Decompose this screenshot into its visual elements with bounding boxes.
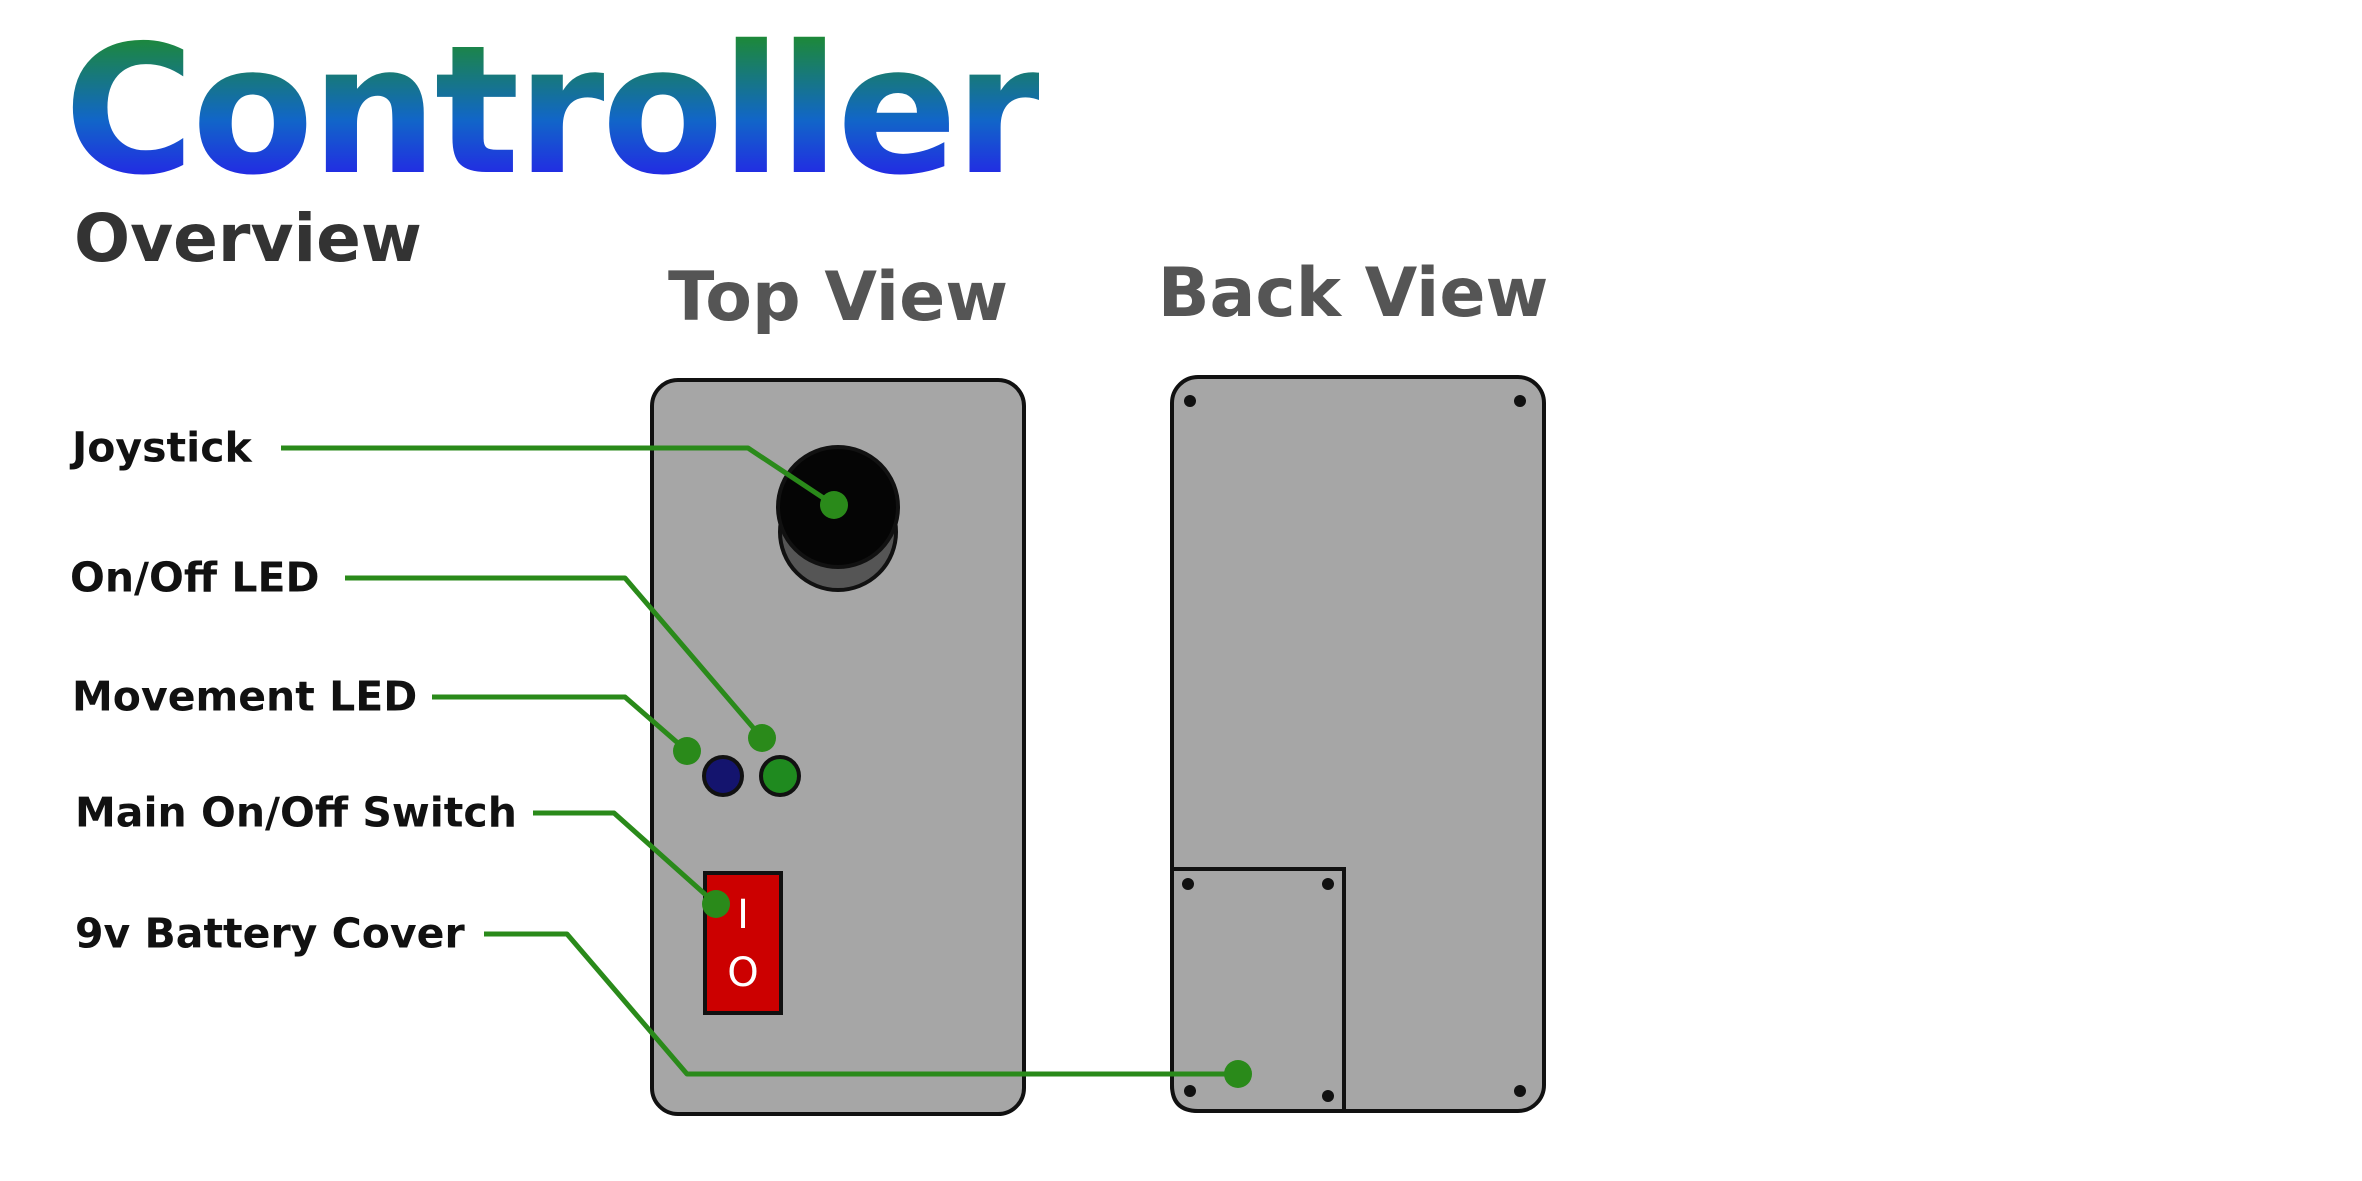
battery-cover-outline xyxy=(1170,867,1346,1113)
cover-screw-bottom-left xyxy=(1184,1085,1196,1097)
back-view-heading: Back View xyxy=(1157,254,1549,333)
switch-off-symbol: O xyxy=(727,950,758,996)
cover-screw-top-right xyxy=(1322,878,1334,890)
battery-cover xyxy=(1170,867,1346,1113)
back-screw-top-right xyxy=(1514,395,1526,407)
battery-cover-endpoint-dot xyxy=(1224,1060,1252,1088)
page-subtitle: Overview xyxy=(74,200,422,277)
callout-label-joystick: Joystick xyxy=(72,423,252,472)
callout-label-onoff-led: On/Off LED xyxy=(70,553,320,602)
cover-screw-top-left xyxy=(1182,878,1194,890)
page-title: Controller xyxy=(64,7,1042,214)
switch-on-symbol: I xyxy=(737,892,749,938)
onoff-led-leader-line xyxy=(345,575,764,740)
joystick xyxy=(776,445,900,592)
callout-label-main-switch: Main On/Off Switch xyxy=(75,788,517,837)
cover-screw-bottom-right xyxy=(1322,1090,1334,1102)
main-switch-leader-line xyxy=(533,810,718,906)
movement-led-endpoint-dot xyxy=(673,737,701,765)
joystick-endpoint-dot xyxy=(820,491,848,519)
leader-lines xyxy=(281,445,1238,1077)
main-switch-endpoint-dot xyxy=(702,890,730,918)
movement-led-leader-line xyxy=(432,694,689,753)
battery-cover-leader-line xyxy=(484,931,1238,1077)
onoff-led-endpoint-dot xyxy=(748,724,776,752)
callout-label-battery-cover: 9v Battery Cover xyxy=(75,909,465,958)
top-view-heading: Top View xyxy=(667,258,1009,337)
leader-endpoints xyxy=(673,491,1252,1088)
onoff-led xyxy=(759,755,801,797)
callout-label-movement-led: Movement LED xyxy=(72,672,418,721)
back-screw-bottom-right xyxy=(1514,1085,1526,1097)
back-screw-top-left xyxy=(1184,395,1196,407)
joystick-leader-line xyxy=(281,445,836,508)
movement-led xyxy=(702,755,744,797)
